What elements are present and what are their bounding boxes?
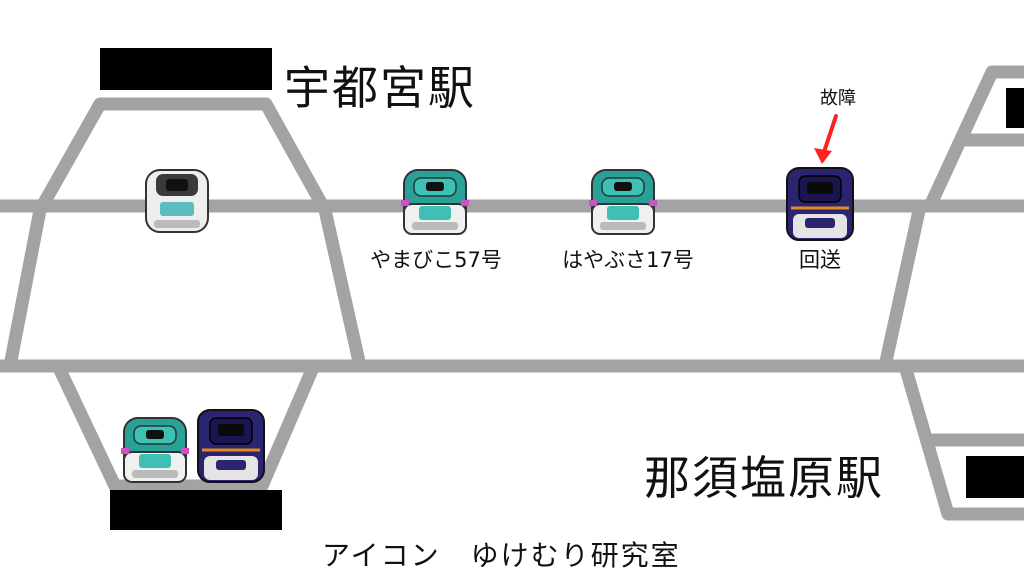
nasushiobara-siding-1 <box>924 65 1024 209</box>
redacted-block <box>966 456 1024 498</box>
station-name-nasushiobara: 那須塩原駅 <box>644 451 884 505</box>
redacted-block <box>1006 88 1024 128</box>
redacted-block <box>110 490 282 530</box>
e3-shinkansen-icon <box>785 166 855 242</box>
redacted-block <box>100 48 272 90</box>
e5-shinkansen-icon <box>120 417 190 483</box>
nasushiobara-siding-2 <box>898 364 1024 521</box>
train-label-yamabiko: やまびこ57号 <box>370 248 502 272</box>
train-label-hayabusa: はやぶさ17号 <box>562 248 694 272</box>
fault-annotation: 故障 <box>820 88 856 109</box>
utsunomiya-lower-siding <box>54 367 318 493</box>
e5-shinkansen-icon <box>588 169 658 235</box>
utsunomiya-siding <box>34 97 331 214</box>
fault-arrow-icon <box>814 114 838 164</box>
e3-shinkansen-icon <box>196 408 266 484</box>
station-name-utsunomiya: 宇都宮駅 <box>284 61 476 115</box>
icon-credit: アイコン ゆけむり研究室 <box>322 539 681 572</box>
e5-shinkansen-icon <box>400 169 470 235</box>
train-label-kaisou: 回送 <box>799 248 841 272</box>
e6-shinkansen-icon <box>145 169 209 233</box>
